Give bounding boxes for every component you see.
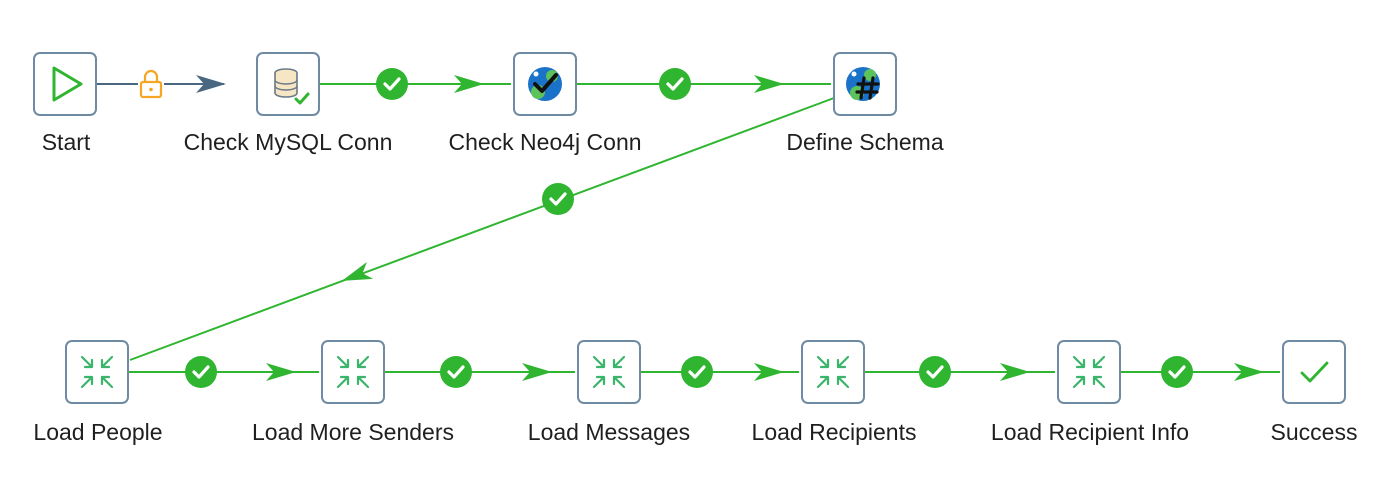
merge-arrows-icon xyxy=(1072,355,1106,389)
hop-arrowhead xyxy=(196,75,226,93)
hop-load_more_senders-to-load_messages[interactable] xyxy=(385,363,575,381)
node-check-neo4j-label: Check Neo4j Conn xyxy=(448,129,642,155)
node-start[interactable] xyxy=(33,52,97,116)
node-define-schema[interactable] xyxy=(833,52,897,116)
hop-arrowhead xyxy=(341,261,374,281)
node-success[interactable] xyxy=(1282,340,1346,404)
hop-arrowhead xyxy=(1234,363,1264,381)
merge-arrows-icon xyxy=(592,355,626,389)
node-load-more-senders[interactable] xyxy=(321,340,385,404)
node-load-recipient-info[interactable] xyxy=(1057,340,1121,404)
hop-arrowhead xyxy=(754,363,784,381)
node-check-neo4j[interactable] xyxy=(513,52,577,116)
hop-arrowhead xyxy=(266,363,296,381)
node-check-mysql[interactable] xyxy=(256,52,320,116)
hop-arrowhead xyxy=(754,75,784,93)
node-check-mysql-label: Check MySQL Conn xyxy=(183,129,393,155)
node-define-schema-label: Define Schema xyxy=(786,129,944,155)
merge-arrows-icon xyxy=(336,355,370,389)
node-load-messages[interactable] xyxy=(577,340,641,404)
node-load-recipient-info-label: Load Recipient Info xyxy=(990,419,1190,445)
hop-load_messages-to-load_recipients[interactable] xyxy=(641,363,799,381)
neo4j-hash-icon xyxy=(846,67,880,101)
hop-arrowhead xyxy=(454,75,484,93)
start-triangle-icon xyxy=(52,66,83,102)
hop-load_recipient_info-to-success[interactable] xyxy=(1121,363,1280,381)
hop-success-check-icon[interactable] xyxy=(1161,356,1193,388)
hop-success-check-icon[interactable] xyxy=(919,356,951,388)
database-check-icon xyxy=(274,68,310,105)
neo4j-check-icon xyxy=(528,67,562,101)
hop-success-check-icon[interactable] xyxy=(542,183,574,215)
hop-load_recipients-to-load_recipient_info[interactable] xyxy=(865,363,1055,381)
hop-arrowhead xyxy=(522,363,552,381)
hop-check_neo4j-to-define_schema[interactable] xyxy=(577,75,831,93)
hop-success-check-icon[interactable] xyxy=(681,356,713,388)
hop-check_mysql-to-check_neo4j[interactable] xyxy=(320,75,511,93)
node-success-label: Success xyxy=(1270,419,1358,445)
hop-line[interactable] xyxy=(129,97,835,361)
node-load-people[interactable] xyxy=(65,340,129,404)
node-load-recipients-label: Load Recipients xyxy=(751,419,917,445)
merge-arrows-icon xyxy=(816,355,850,389)
merge-arrows-icon xyxy=(80,355,114,389)
hop-success-check-icon[interactable] xyxy=(440,356,472,388)
node-load-recipients[interactable] xyxy=(801,340,865,404)
hop-success-check-icon[interactable] xyxy=(185,356,217,388)
hop-success-check-icon[interactable] xyxy=(376,68,408,100)
checkmark-icon xyxy=(1300,361,1329,383)
hop-load_people-to-load_more_senders[interactable] xyxy=(129,363,319,381)
hop-define_schema-to-load_people[interactable] xyxy=(129,97,835,361)
hop-unconditional-lock-icon[interactable] xyxy=(138,69,164,99)
node-load-more-senders-label: Load More Senders xyxy=(251,419,455,445)
node-start-label: Start xyxy=(41,129,91,155)
hop-arrowhead xyxy=(1000,363,1030,381)
node-load-messages-label: Load Messages xyxy=(527,419,691,445)
node-load-people-label: Load People xyxy=(33,419,163,445)
hop-success-check-icon[interactable] xyxy=(659,68,691,100)
